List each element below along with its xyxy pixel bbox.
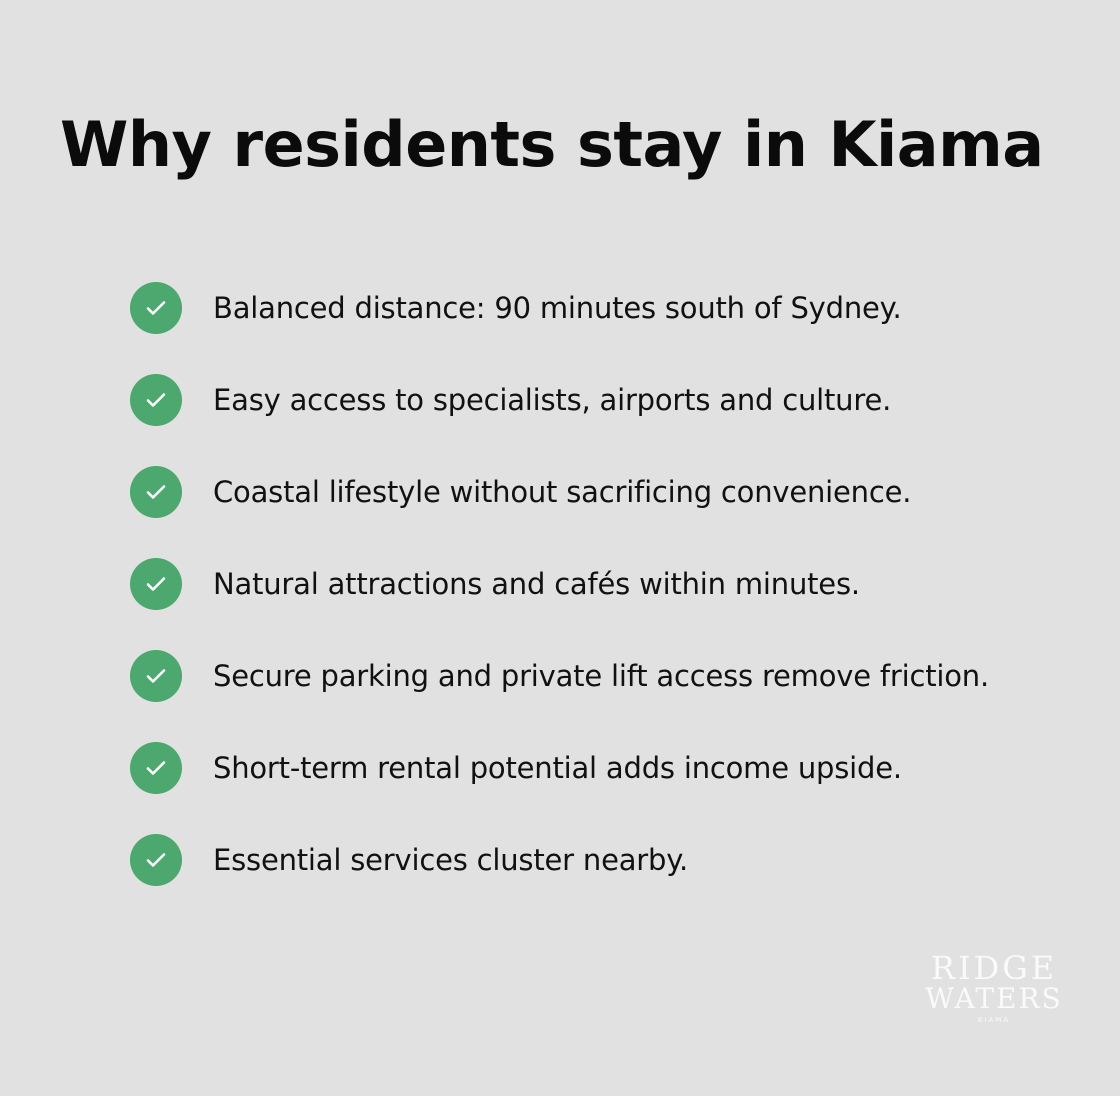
list-item-label: Short-term rental potential adds income … bbox=[213, 751, 902, 785]
ridge-waters-logo: RIDGE WATERS KIAMA bbox=[924, 952, 1064, 1024]
logo-line-1: RIDGE bbox=[930, 949, 1058, 987]
list-item: Easy access to specialists, airports and… bbox=[130, 374, 989, 466]
check-circle-icon bbox=[130, 834, 182, 886]
list-item: Balanced distance: 90 minutes south of S… bbox=[130, 282, 989, 374]
list-item-label: Natural attractions and cafés within min… bbox=[213, 567, 860, 601]
check-circle-icon bbox=[130, 374, 182, 426]
list-item-label: Secure parking and private lift access r… bbox=[213, 659, 989, 693]
check-circle-icon bbox=[130, 282, 182, 334]
list-item: Natural attractions and cafés within min… bbox=[130, 558, 989, 650]
list-item: Secure parking and private lift access r… bbox=[130, 650, 989, 742]
check-circle-icon bbox=[130, 558, 182, 610]
list-item-label: Coastal lifestyle without sacrificing co… bbox=[213, 475, 912, 509]
list-item: Essential services cluster nearby. bbox=[130, 834, 989, 926]
page-title: Why residents stay in Kiama bbox=[60, 108, 1044, 181]
list-item-label: Balanced distance: 90 minutes south of S… bbox=[213, 291, 902, 325]
list-item: Coastal lifestyle without sacrificing co… bbox=[130, 466, 989, 558]
logo-line-2: WATERS bbox=[925, 982, 1063, 1015]
list-item-label: Essential services cluster nearby. bbox=[213, 843, 689, 877]
check-circle-icon bbox=[130, 466, 182, 518]
check-circle-icon bbox=[130, 742, 182, 794]
list-item: Short-term rental potential adds income … bbox=[130, 742, 989, 834]
logo-line-3: KIAMA bbox=[977, 1016, 1011, 1024]
list-item-label: Easy access to specialists, airports and… bbox=[213, 383, 892, 417]
check-circle-icon bbox=[130, 650, 182, 702]
reasons-list: Balanced distance: 90 minutes south of S… bbox=[130, 282, 989, 926]
